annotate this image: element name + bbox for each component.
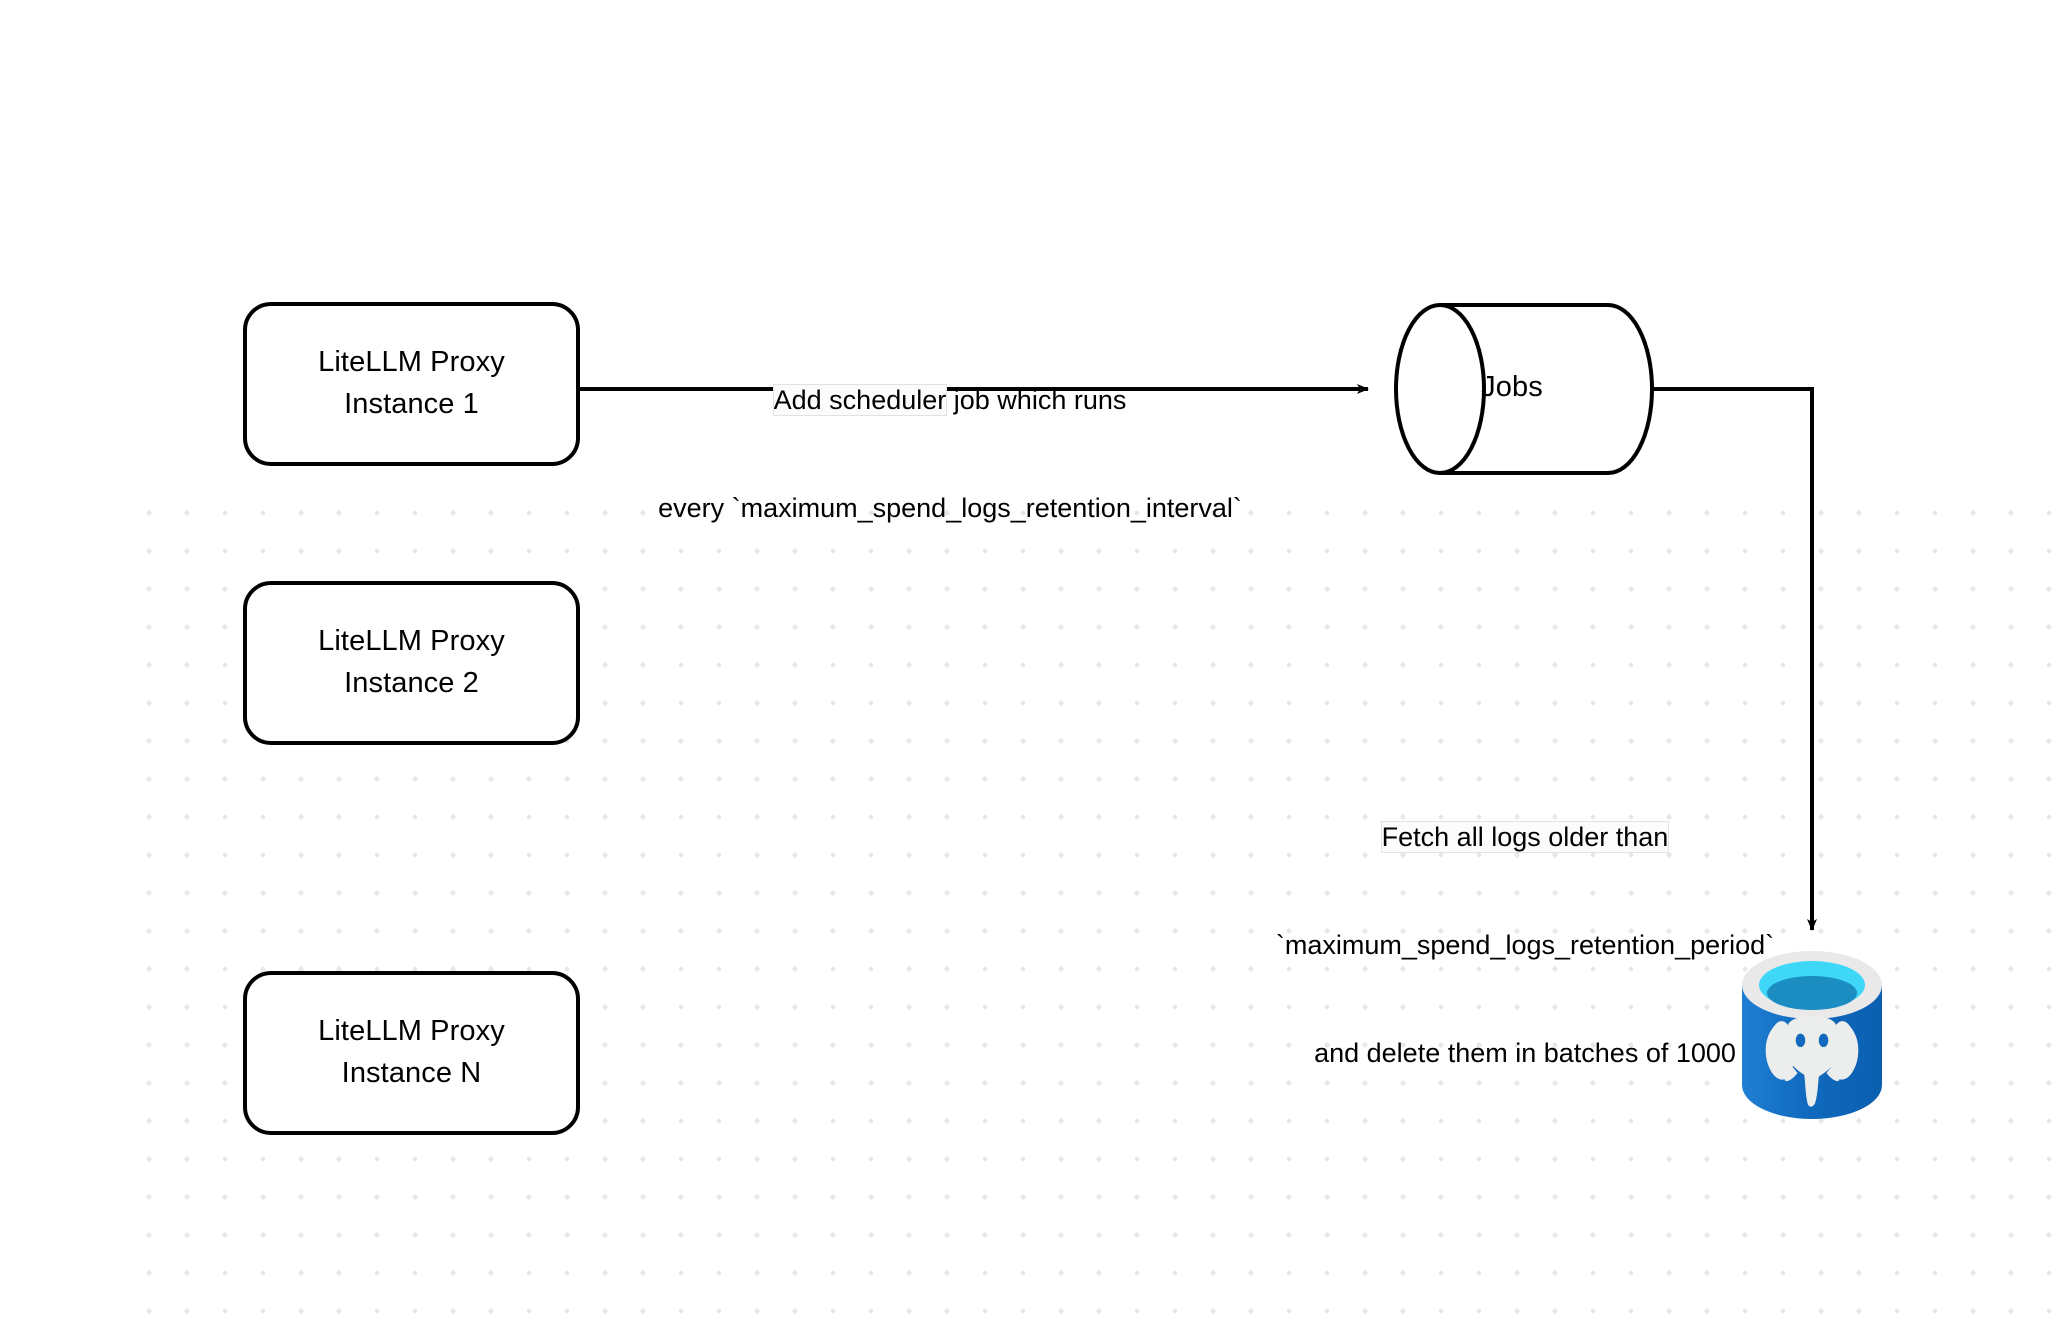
jobs-cylinder[interactable] [1394,303,1654,475]
proxy-instance-n-box[interactable] [243,971,580,1135]
scheduler-edge-label: Add scheduler job which runs every `maxi… [600,310,1300,598]
proxy-instance-1-label: LiteLLM Proxy Instance 1 [318,346,505,420]
scheduler-edge-label-line-1: Add scheduler job which runs [600,382,1300,418]
scheduler-edge-label-line-1-rest: job which runs [946,385,1127,415]
retention-edge-label-line-3: and delete them in batches of 1000 [1314,1038,1736,1068]
proxy-instance-2-label: LiteLLM Proxy Instance 2 [318,625,505,699]
retention-edge-label-line-1: Fetch all logs older than [1230,819,1820,855]
retention-edge-label-highlight: Fetch all logs older than [1380,821,1670,853]
retention-edge-line [1652,387,1817,931]
proxy-instance-1-box[interactable] [243,302,580,466]
postgres-database-icon[interactable] [1742,951,1882,1119]
retention-edge-label: Fetch all logs older than `maximum_spend… [1230,747,1820,1143]
scheduler-edge-label-highlight: Add scheduler [772,384,948,416]
retention-edge-label-line-2: `maximum_spend_logs_retention_period` [1275,930,1775,960]
jobs-store-label: Jobs [1481,371,1543,403]
proxy-instance-2-box[interactable] [243,581,580,745]
scheduler-edge-label-line-2: every `maximum_spend_logs_retention_inte… [658,493,1242,523]
postgresql-elephant-icon [1765,1015,1859,1107]
proxy-instance-n-label: LiteLLM Proxy Instance N [318,1015,505,1089]
